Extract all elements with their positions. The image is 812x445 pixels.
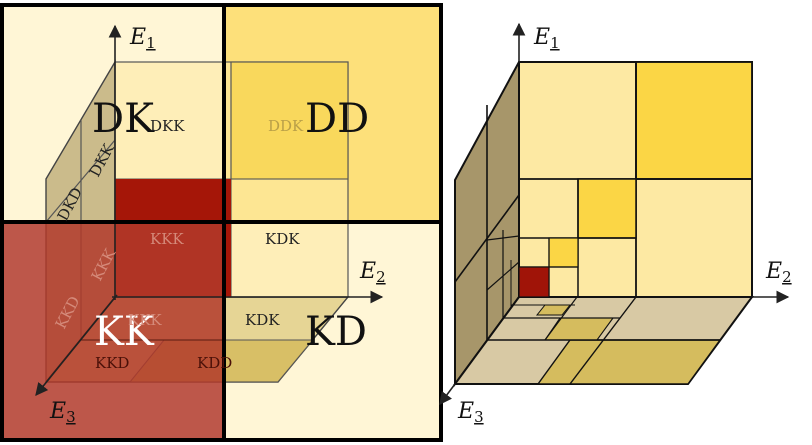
left-axis-label-e1: E1 xyxy=(129,25,156,52)
left-axis-e3 xyxy=(35,294,118,396)
right-side-div-2 xyxy=(454,194,520,283)
right-e1-letter: E xyxy=(533,25,550,50)
quadrant-border-kd xyxy=(222,220,443,442)
right-bottom-div-2 xyxy=(569,296,637,385)
label-kkk-top: KKK xyxy=(150,230,184,248)
label-ddk: DDK xyxy=(268,117,304,135)
left-e3-letter: E xyxy=(49,399,66,424)
side-divider-2 xyxy=(45,139,116,223)
label-kdd: KDD xyxy=(197,354,232,372)
label-kkd: KKD xyxy=(95,354,129,372)
right-e2-letter: E xyxy=(765,259,782,284)
right-side-div-5 xyxy=(486,261,520,291)
right-axis-label-e2: E2 xyxy=(765,259,792,286)
label-kk: KK xyxy=(94,309,155,355)
right-back-gold-medium xyxy=(577,178,637,239)
quadrant-kk xyxy=(0,222,224,440)
back-face-ddk xyxy=(230,61,349,180)
right-bottom-div-4 xyxy=(544,296,578,341)
label-dd: DD xyxy=(305,96,369,142)
left-axis-label-e3: E3 xyxy=(49,399,76,426)
left-e2-letter: E xyxy=(359,259,376,284)
label-kd: KD xyxy=(305,309,367,355)
label-kdk-front: KDK xyxy=(245,311,280,329)
right-figure: E1 E2 E3 xyxy=(439,22,792,426)
left-figure: DK DD KK KD DKK DDK KKK KDK KKK KDK KKD … xyxy=(0,3,443,442)
right-e1-index: 1 xyxy=(550,34,560,52)
right-e3-letter: E xyxy=(457,399,474,424)
label-dkk: DKK xyxy=(150,117,185,135)
label-kdk-top: KDK xyxy=(265,230,300,248)
label-dk: DK xyxy=(92,96,155,142)
left-axis-label-e2: E2 xyxy=(359,259,386,286)
label-kkk-front: KKK xyxy=(128,311,162,329)
right-e2-index: 2 xyxy=(782,268,792,286)
right-bottom-gold xyxy=(536,339,722,385)
right-axis-e3 xyxy=(439,383,456,406)
right-axis-label-e1: E1 xyxy=(533,25,560,52)
left-e3-index: 3 xyxy=(66,408,76,426)
right-e3-index: 3 xyxy=(474,408,484,426)
right-back-gold-large xyxy=(635,61,753,180)
right-axis-label-e3: E3 xyxy=(457,399,484,426)
left-e1-index: 1 xyxy=(146,34,156,52)
left-e1-letter: E xyxy=(129,25,146,50)
left-e2-index: 2 xyxy=(376,268,386,286)
right-back-red xyxy=(518,266,550,298)
right-back-gold-small xyxy=(548,237,579,268)
